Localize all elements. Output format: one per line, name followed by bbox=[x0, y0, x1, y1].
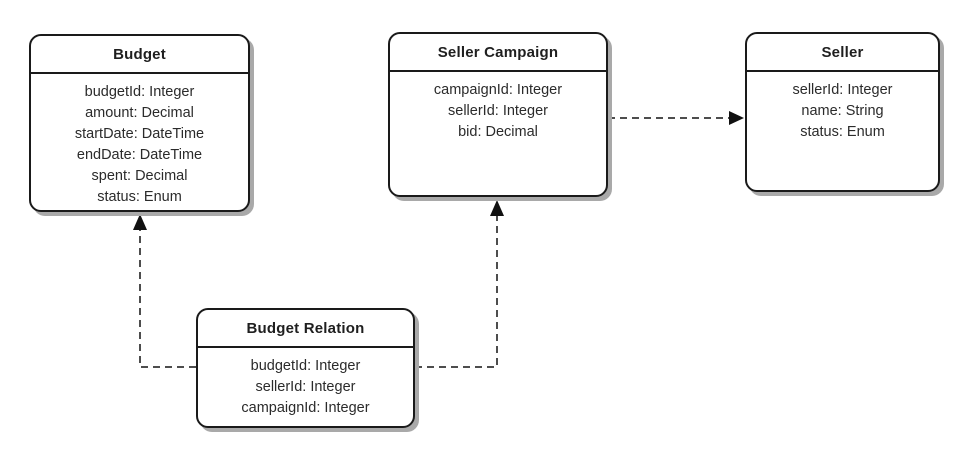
attribute-row: sellerId: Integer bbox=[448, 103, 548, 119]
attribute-row: bid: Decimal bbox=[458, 124, 538, 140]
entity-seller: Seller sellerId: Integer name: String st… bbox=[745, 32, 940, 192]
attribute-row: sellerId: Integer bbox=[255, 379, 356, 395]
entity-budget-relation-attributes: budgetId: Integer sellerId: Integer camp… bbox=[198, 348, 413, 419]
entity-seller-campaign: Seller Campaign campaignId: Integer sell… bbox=[388, 32, 608, 197]
entity-budget-relation-title: Budget Relation bbox=[198, 310, 413, 348]
attribute-row: status: Enum bbox=[800, 124, 885, 140]
entity-budget-title: Budget bbox=[31, 36, 248, 74]
attribute-row: name: String bbox=[801, 103, 884, 119]
entity-budget: Budget budgetId: Integer amount: Decimal… bbox=[29, 34, 250, 212]
attribute-row: status: Enum bbox=[97, 189, 182, 205]
attribute-row: endDate: DateTime bbox=[76, 147, 203, 163]
entity-seller-campaign-title: Seller Campaign bbox=[390, 34, 606, 72]
entity-budget-attributes: budgetId: Integer amount: Decimal startD… bbox=[31, 74, 248, 208]
attribute-row: sellerId: Integer bbox=[792, 82, 893, 98]
attribute-row: amount: Decimal bbox=[85, 105, 194, 121]
attribute-row: spent: Decimal bbox=[91, 168, 188, 184]
attribute-row: startDate: DateTime bbox=[74, 126, 205, 142]
attribute-row: campaignId: Integer bbox=[241, 400, 370, 416]
arrowhead-to-seller bbox=[729, 111, 744, 125]
entity-seller-campaign-attributes: campaignId: Integer sellerId: Integer bi… bbox=[390, 72, 606, 143]
edge-budget-relation-to-budget bbox=[139, 230, 196, 368]
attribute-row: budgetId: Integer bbox=[84, 84, 195, 100]
entity-seller-attributes: sellerId: Integer name: String status: E… bbox=[747, 72, 938, 143]
arrowhead-to-budget bbox=[133, 214, 147, 230]
edge-budget-relation-to-seller-campaign bbox=[415, 216, 498, 368]
entity-budget-relation: Budget Relation budgetId: Integer seller… bbox=[196, 308, 415, 428]
attribute-row: campaignId: Integer bbox=[433, 82, 563, 98]
entity-seller-title: Seller bbox=[747, 34, 938, 72]
attribute-row: budgetId: Integer bbox=[250, 358, 361, 374]
arrowhead-to-seller-campaign bbox=[490, 200, 504, 216]
